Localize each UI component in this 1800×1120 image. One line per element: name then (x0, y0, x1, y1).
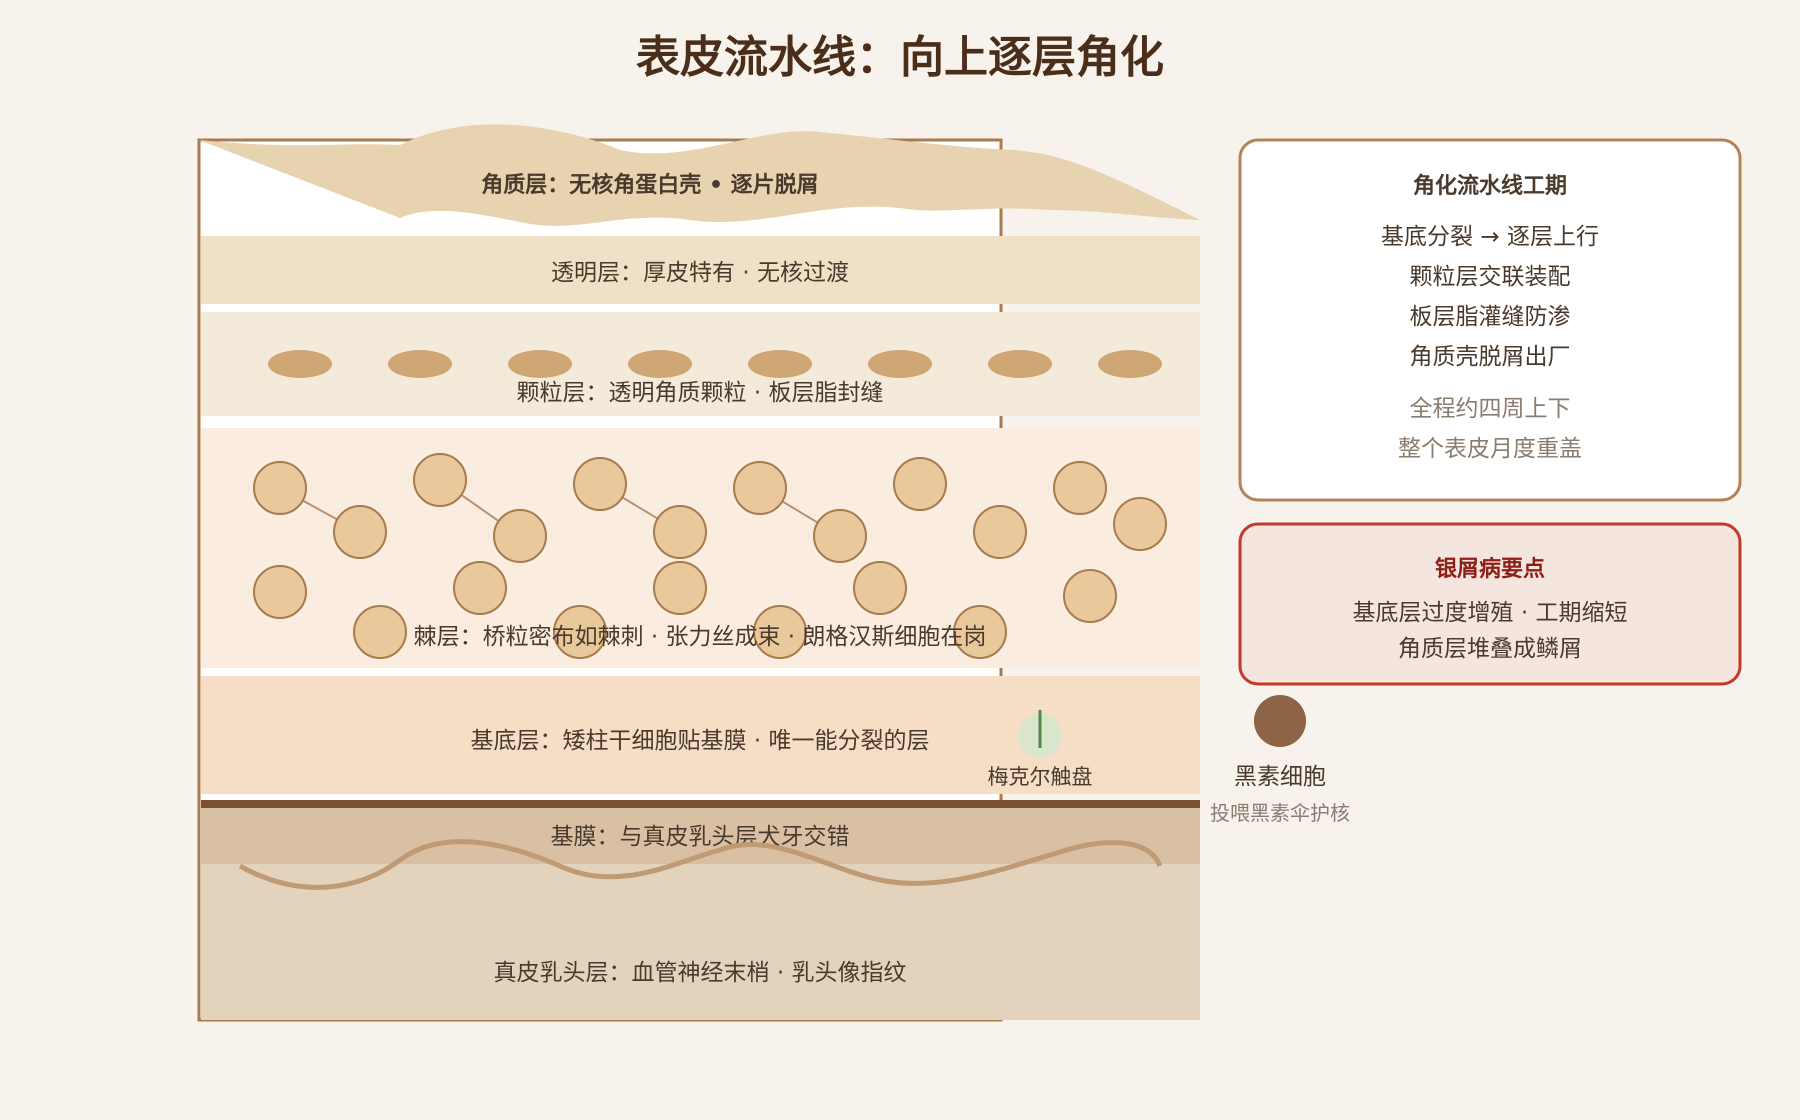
spinous-cell (1113, 497, 1167, 551)
schedule-note: 整个表皮月度重盖 (1398, 436, 1582, 462)
spinous-cell (333, 505, 387, 559)
lucidum-band (201, 236, 1200, 304)
stratum-granulosum: 颗粒层：透明角质颗粒 · 板层脂封缝 (201, 312, 1200, 416)
spinous-cell (893, 457, 947, 511)
spinous-cell (353, 605, 407, 659)
psoriasis-card-box (1238, 522, 1742, 686)
spinous-cell (1053, 461, 1107, 515)
spinous-cell (413, 453, 467, 507)
basement-label: 基膜：与真皮乳头层犬牙交错 (551, 824, 850, 850)
page-title: 表皮流水线：向上逐层角化 (636, 32, 1164, 83)
basement-line (201, 800, 1200, 808)
spinous-cells (253, 453, 1167, 659)
corneum-label: 角质层：无核角蛋白壳 • 逐片脱屑 (481, 172, 818, 198)
spinous-cell (253, 461, 307, 515)
keratohyalin-granule (268, 350, 332, 378)
melanocyte-sublabel: 投喂黑素伞护核 (1210, 801, 1350, 825)
psoriasis-card: 银屑病要点 基底层过度增殖 · 工期缩短 角质层堆叠成鳞屑 (1238, 522, 1742, 686)
keratohyalin-granule (388, 350, 452, 378)
melanocyte: 黑素细胞 投喂黑素伞护核 (1210, 695, 1350, 825)
schedule-card: 角化流水线工期 基底分裂 → 逐层上行 颗粒层交联装配 板层脂灌缝防渗 角质壳脱… (1238, 138, 1742, 502)
schedule-line: 基底分裂 → 逐层上行 (1381, 224, 1599, 250)
spinous-cell (493, 509, 547, 563)
spinous-cell (653, 561, 707, 615)
spinosum-label: 棘层：桥粒密布如棘刺 · 张力丝成束 · 朗格汉斯细胞在岗 (414, 624, 987, 650)
schedule-line: 角质壳脱屑出厂 (1410, 344, 1571, 370)
spinous-cell (573, 457, 627, 511)
spinous-cell (1063, 569, 1117, 623)
granulosum-label: 颗粒层：透明角质颗粒 · 板层脂封缝 (517, 380, 884, 406)
stratum-basale: 基底层：矮柱干细胞贴基膜 · 唯一能分裂的层 梅克尔触盘 (201, 676, 1200, 794)
schedule-line: 颗粒层交联装配 (1410, 264, 1571, 290)
basale-label: 基底层：矮柱干细胞贴基膜 · 唯一能分裂的层 (471, 728, 930, 754)
merkel-label: 梅克尔触盘 (988, 765, 1093, 789)
dermis-band (201, 864, 1200, 1020)
melanocyte-label: 黑素细胞 (1234, 764, 1326, 790)
spinous-cell (973, 505, 1027, 559)
psoriasis-card-title: 银屑病要点 (1435, 556, 1545, 582)
psoriasis-line: 基底层过度增殖 · 工期缩短 (1353, 600, 1628, 626)
spinous-cell (253, 565, 307, 619)
schedule-line: 板层脂灌缝防渗 (1410, 304, 1571, 330)
corneum-shape (199, 124, 1200, 226)
melanocyte-shape (1254, 695, 1306, 747)
schedule-card-title: 角化流水线工期 (1413, 173, 1567, 199)
stratum-corneum: 角质层：无核角蛋白壳 • 逐片脱屑 (199, 124, 1200, 226)
spinous-cell (753, 605, 807, 659)
lucidum-label: 透明层：厚皮特有 · 无核过渡 (551, 260, 849, 286)
keratohyalin-granule (628, 350, 692, 378)
keratohyalin-granule (868, 350, 932, 378)
spinous-cell (733, 461, 787, 515)
psoriasis-line: 角质层堆叠成鳞屑 (1398, 636, 1582, 662)
keratohyalin-granule (748, 350, 812, 378)
stratum-spinosum: 棘层：桥粒密布如棘刺 · 张力丝成束 · 朗格汉斯细胞在岗 (201, 428, 1200, 668)
merkel-disc: 梅克尔触盘 (988, 710, 1093, 789)
spinous-cell (653, 505, 707, 559)
papillae-wave (238, 839, 1163, 890)
spinous-cell (453, 561, 507, 615)
keratohyalin-granule (988, 350, 1052, 378)
dermis-label: 真皮乳头层：血管神经末梢 · 乳头像指纹 (494, 960, 907, 986)
stratum-lucidum: 透明层：厚皮特有 · 无核过渡 (201, 236, 1200, 304)
spinous-cell (553, 605, 607, 659)
keratohyalin-granule (1098, 350, 1162, 378)
keratohyalin-granule (508, 350, 572, 378)
schedule-note: 全程约四周上下 (1410, 396, 1571, 422)
spinous-cell (853, 561, 907, 615)
dermal-papillae: 真皮乳头层：血管神经末梢 · 乳头像指纹 (201, 839, 1200, 1020)
spinous-cell (953, 605, 1007, 659)
schedule-card-box (1238, 138, 1742, 502)
spinous-cell (813, 509, 867, 563)
